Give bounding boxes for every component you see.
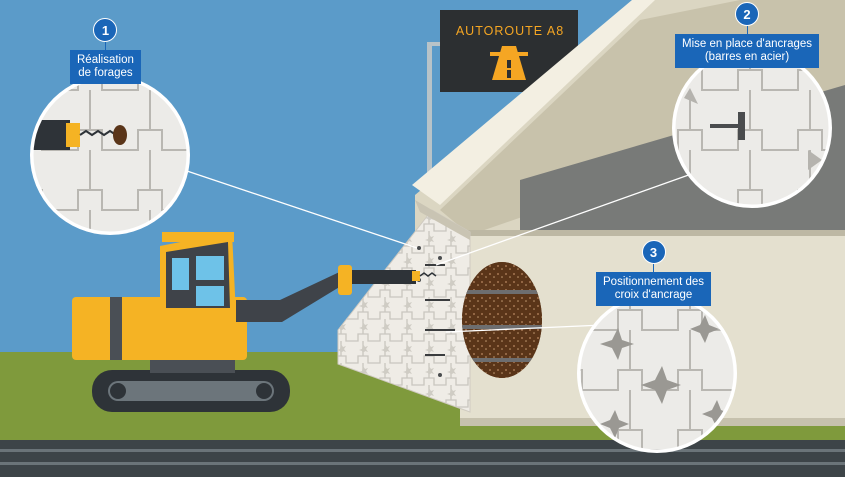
zoom-drilling [30,75,190,235]
road [0,440,845,477]
step-3-stem [653,264,654,272]
cab-window [172,258,189,290]
anchor-bars [425,264,455,356]
step-2-number: 2 [735,2,760,26]
tunnel-section [417,246,542,378]
zoom-anchors [672,48,832,208]
step-1-line-1: Réalisation [77,54,134,66]
highway-sign-text: AUTOROUTE A8 [455,24,565,38]
step-3-line-2: croix d'ancrage [614,289,693,301]
step-2-stem [746,26,748,34]
step-2-callout: 2 Mise en place d'ancrages (barres en ac… [675,2,820,68]
drill-head [338,265,352,295]
step-2-line-1: Mise en place d'ancrages [682,38,813,50]
step-3-line-1: Positionnement des [603,276,705,288]
step-1-stem [104,42,106,50]
step-1-number: 1 [93,18,118,42]
step-1-callout: 1 Réalisation de forages [70,18,141,84]
step-3-label: Positionnement des croix d'ancrage [596,272,712,306]
step-2-line-2: (barres en acier) [704,51,790,63]
step-1-line-2: de forages [78,67,133,79]
zoom-crosses [577,293,737,453]
step-1-label: Réalisation de forages [70,50,141,84]
drilling-machine [72,232,437,412]
step-2-label: Mise en place d'ancrages (barres en acie… [675,34,820,68]
step-3-number: 3 [641,240,666,264]
callout-lines [177,167,698,333]
step-3-callout: 3 Positionnement des croix d'ancrage [596,240,712,306]
